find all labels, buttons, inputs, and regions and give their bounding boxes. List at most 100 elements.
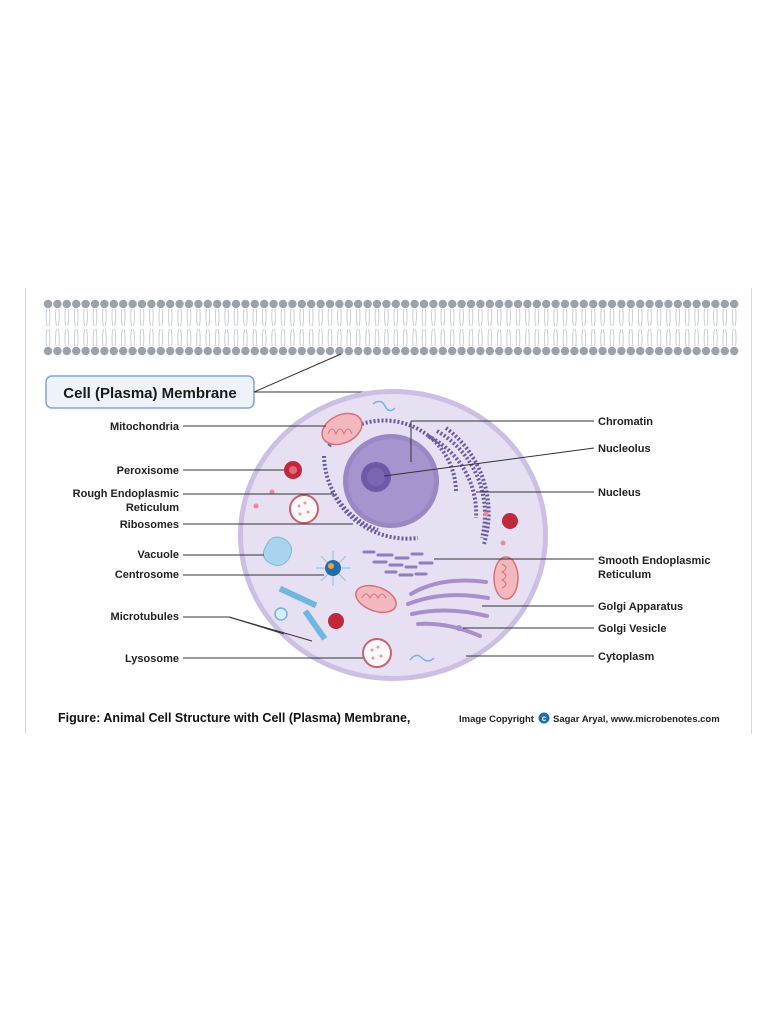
membrane-lipid-heads <box>43 299 739 356</box>
lipid-tail <box>102 328 107 347</box>
lipid-head <box>391 299 400 309</box>
lipid-tail <box>656 328 662 347</box>
lipid-head <box>81 346 90 356</box>
lipid-head <box>241 346 250 356</box>
lipid-head <box>137 346 147 356</box>
lipid-head <box>363 346 372 356</box>
lipid-tail <box>431 308 436 327</box>
lipid-tail <box>102 308 107 327</box>
lipid-tail <box>346 328 352 347</box>
lipid-tail <box>167 328 173 347</box>
lipid-tail <box>271 308 276 327</box>
lipid-tail <box>543 328 549 347</box>
microtubule-2 <box>302 609 328 641</box>
label-cytoplasm: Cytoplasm <box>598 651 654 663</box>
lipid-tail <box>346 308 352 327</box>
lipid-tail <box>73 308 79 327</box>
label-smooth-er-line2: Reticulum <box>598 569 651 581</box>
lipid-head <box>231 346 241 356</box>
lipid-head <box>354 346 363 356</box>
lipid-head <box>589 346 598 356</box>
lipid-tail <box>149 328 154 347</box>
lipid-head <box>335 299 344 309</box>
mitochondrion-top <box>321 412 363 446</box>
lipid-tail <box>337 328 342 347</box>
lipid-tail <box>299 308 305 327</box>
lipid-tail <box>666 308 671 327</box>
lipid-head <box>560 299 570 309</box>
lipid-tail <box>440 328 446 347</box>
lipid-tail <box>647 308 652 327</box>
label-vacuole: Vacuole <box>137 549 179 561</box>
lipid-head <box>532 346 541 356</box>
lipid-head <box>701 346 711 356</box>
lipid-tail <box>478 308 483 327</box>
lipid-tail <box>525 308 530 327</box>
lipid-tail <box>290 328 295 347</box>
label-chromatin: Chromatin <box>598 416 653 428</box>
lipid-tail <box>731 328 737 347</box>
lipid-head <box>288 346 297 356</box>
lipid-tail <box>609 308 615 327</box>
lipid-tail <box>252 308 258 327</box>
lipid-head <box>410 346 419 356</box>
lipid-tail <box>196 308 201 327</box>
lipid-tail <box>449 328 455 347</box>
lipid-tail <box>666 328 671 347</box>
lipid-head <box>250 346 259 356</box>
lipid-tail <box>562 328 568 347</box>
lipid-head <box>194 299 203 309</box>
lipid-head <box>354 299 363 309</box>
lipid-tail <box>55 308 60 327</box>
lipid-head <box>391 346 400 356</box>
lipid-tail <box>647 328 652 347</box>
lipid-head <box>109 299 119 309</box>
lipid-head <box>137 299 147 309</box>
lipid-tail <box>506 328 511 347</box>
lipid-head <box>654 299 664 309</box>
caption-main: Figure: Animal Cell Structure with Cell … <box>58 711 410 725</box>
label-peroxisome: Peroxisome <box>117 465 179 477</box>
lipid-head <box>448 346 457 356</box>
lipid-tail <box>252 328 258 347</box>
lipid-head <box>401 346 410 356</box>
lipid-tail <box>261 308 267 327</box>
lipid-tail <box>637 328 643 347</box>
lipid-head <box>213 299 222 309</box>
lipid-tail <box>581 308 587 327</box>
lipid-tail <box>468 328 474 347</box>
lipid-tail <box>177 328 182 347</box>
microtubule-1 <box>278 585 318 609</box>
figure-caption: Figure: Animal Cell Structure with Cell … <box>58 711 720 725</box>
lipid-head <box>90 346 100 356</box>
lipid-tail <box>243 328 248 347</box>
lipid-head <box>579 346 588 356</box>
lipid-head <box>335 346 344 356</box>
lipid-tail <box>722 308 728 327</box>
lipid-head <box>485 299 494 309</box>
lipid-tail <box>619 328 624 347</box>
lipid-tail <box>111 308 117 327</box>
lipid-head <box>109 346 119 356</box>
lipid-tail <box>572 328 577 347</box>
lipid-head <box>90 299 100 309</box>
lipid-head <box>617 346 626 356</box>
lipid-tail <box>402 328 408 347</box>
lipid-tail <box>590 328 596 347</box>
vacuole-shape <box>262 536 292 566</box>
lipid-head <box>636 346 645 356</box>
copyright-symbol: c <box>542 714 547 723</box>
lipid-tail <box>177 308 182 327</box>
lipid-head <box>307 299 316 309</box>
lipid-tail <box>468 308 474 327</box>
lipid-head <box>476 346 485 356</box>
lipid-head <box>438 299 447 309</box>
lipid-tail <box>205 308 211 327</box>
lipid-tail <box>214 308 220 327</box>
lipid-head <box>316 299 325 309</box>
lipid-head <box>203 346 212 356</box>
lipid-tail <box>553 308 558 327</box>
lipid-head <box>664 299 673 309</box>
lipid-head <box>250 299 259 309</box>
lipid-head <box>645 299 654 309</box>
